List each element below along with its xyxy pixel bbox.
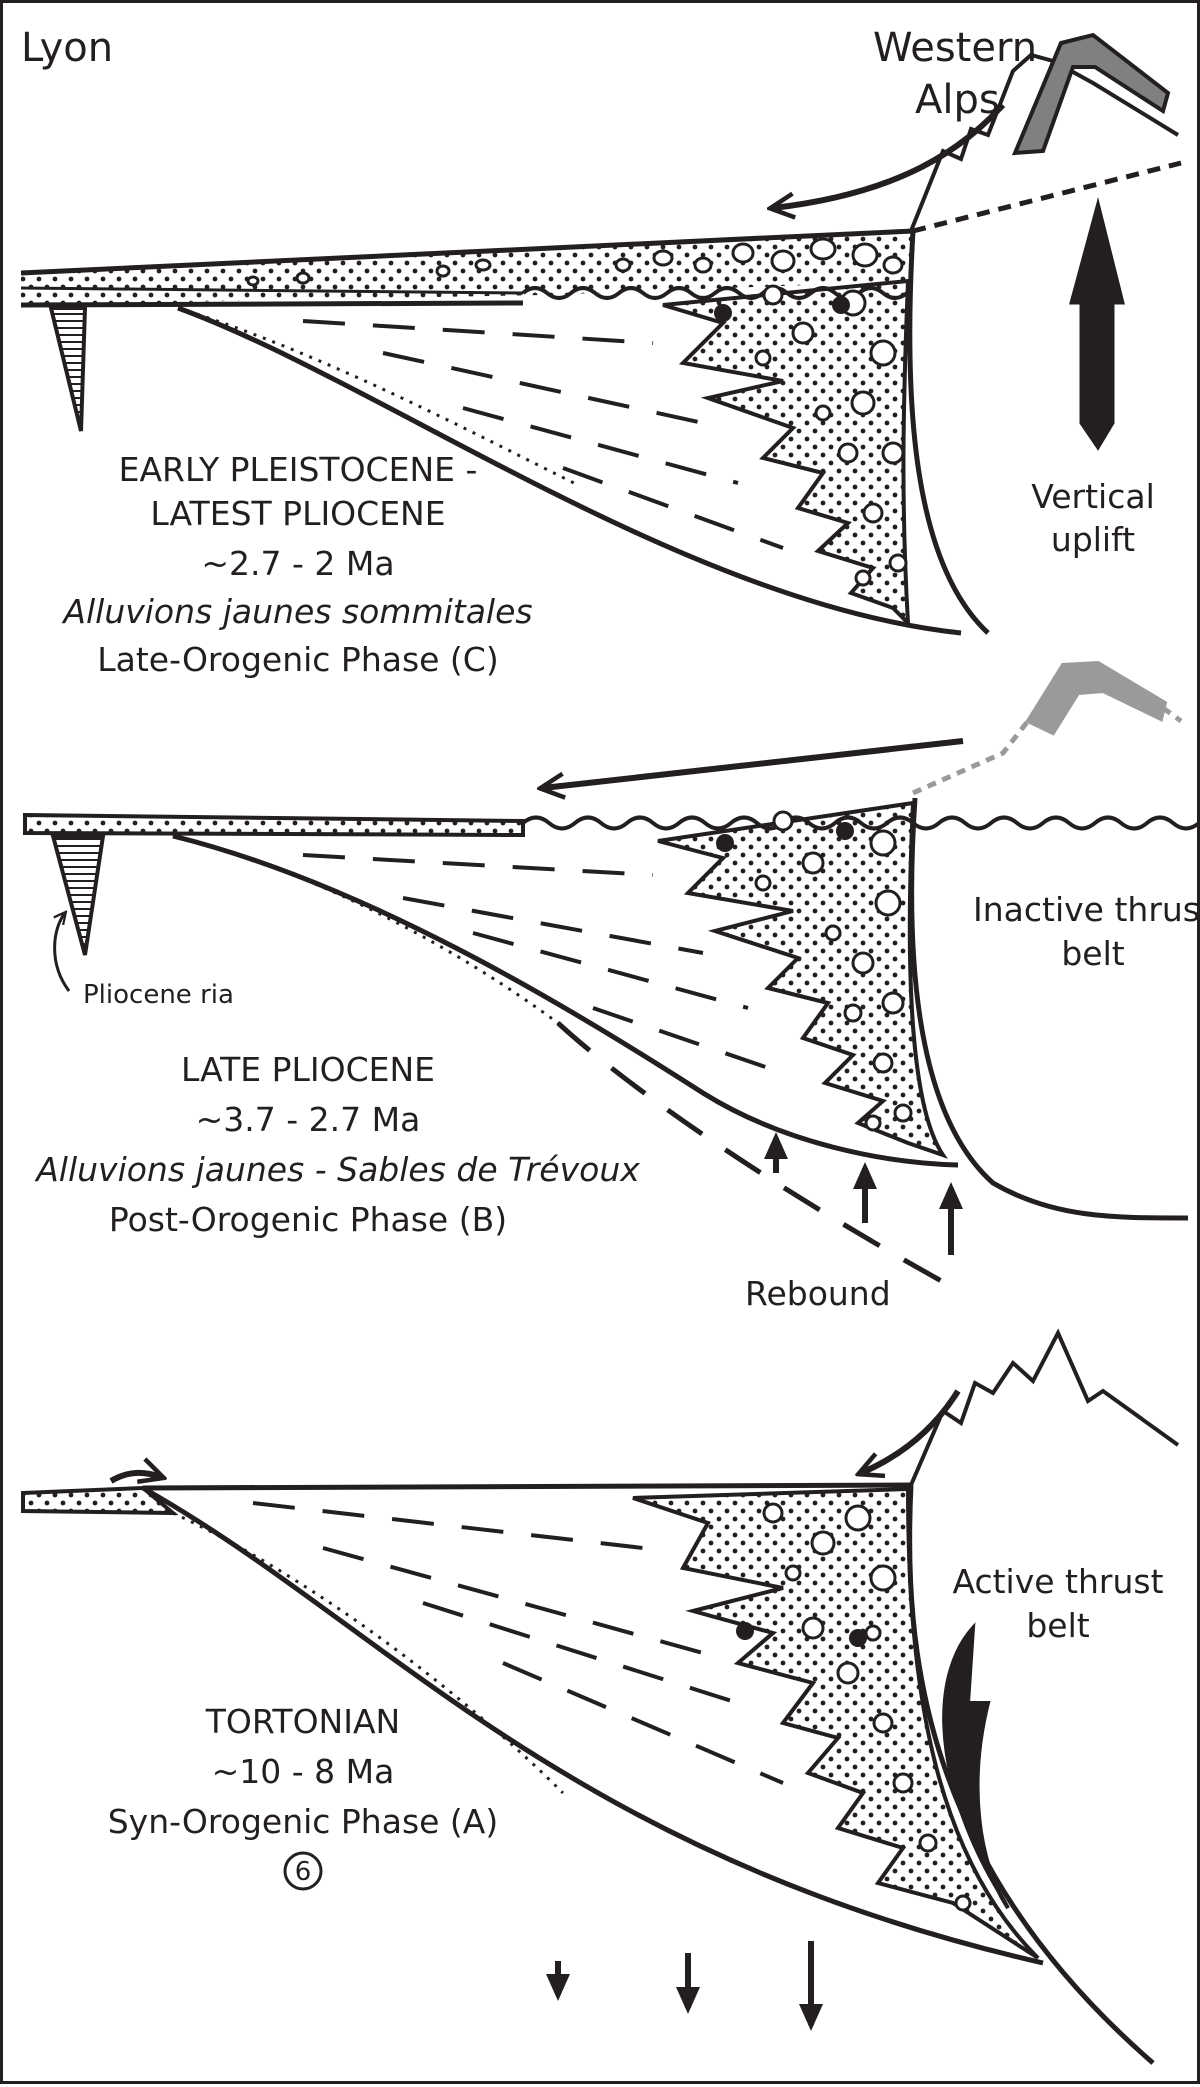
- panel-c-sheet-top: [20, 228, 914, 276]
- panel-c-fan-conglomerate: [662, 278, 911, 629]
- panel-b-old-basin-floor: [556, 1021, 965, 1296]
- panel-a-side-label-line2: belt: [1026, 1606, 1089, 1645]
- panel-b-fan-conglomerate: [657, 800, 948, 1159]
- panel-b-side-label-line2: belt: [1061, 934, 1124, 973]
- panel-b-caption-phase: Post-Orogenic Phase (B): [109, 1200, 507, 1239]
- panel-c-thrust-front: [907, 230, 990, 635]
- panel-a-basal-unit: [172, 1511, 565, 1795]
- panel-c-marker-dot-1: [714, 304, 732, 322]
- panel-a-thrust-motion-arrow: [942, 1622, 1010, 1910]
- panel-b-caption-unit: Alluvions jaunes - Sables de Trévoux: [34, 1150, 640, 1189]
- panel-c-ria: [48, 306, 88, 432]
- panel-b-drainage-arrow: [543, 738, 964, 788]
- panel-b-top-sheet: [23, 812, 525, 838]
- panel-b-thrust-front: [909, 797, 1189, 1221]
- panel-c-cross-section: Vertical uplift EARLY PLEISTOCENE - LATE…: [20, 32, 1182, 679]
- panel-c-sheet-lower: [20, 286, 524, 295]
- panel-c-basin-floor: [177, 305, 962, 636]
- panel-a-cross-section: Active thrust belt TORTONIAN ~10 - 8 Ma …: [21, 1328, 1180, 2065]
- panel-a-marker-dot-1: [736, 1622, 754, 1640]
- panel-c-caption-line2: LATEST PLIOCENE: [150, 494, 445, 533]
- western-alps-label-line1: Western: [873, 25, 1037, 71]
- panel-a-caption-age: ~10 - 8 Ma: [212, 1752, 395, 1791]
- panel-b-ria: [50, 834, 106, 956]
- panel-a-marker-dot-2: [849, 1629, 867, 1647]
- panel-a-top-surface: [142, 1482, 912, 1491]
- panel-b-dotted-projection-left: [911, 719, 1030, 796]
- panel-c-sheet-base: [20, 300, 524, 308]
- panel-a-badge-circle: [283, 1851, 323, 1891]
- panel-b-ria-pointer: [53, 913, 71, 992]
- panel-b-ria-label: Pliocene ria: [83, 980, 234, 1010]
- panel-b-internal-layering: [302, 853, 784, 1075]
- panel-b-fan-clasts: [754, 810, 913, 1132]
- panel-c-drainage-arrow: [773, 102, 1006, 208]
- panel-c-top-gravel-sheet: [21, 231, 913, 305]
- panel-b-caption-title: LATE PLIOCENE: [181, 1050, 435, 1089]
- panel-b-rebound-arrows: [764, 1132, 963, 1255]
- panel-c-side-label-line2: uplift: [1051, 520, 1135, 559]
- panel-b-cross-section: Pliocene ria Rebound: [23, 660, 1200, 1313]
- panel-b-marker-dot-1: [716, 834, 734, 852]
- panel-c-mountain-grey-unit: [1011, 32, 1171, 156]
- western-alps-label-line2: Alps: [915, 77, 1000, 123]
- panel-b-basal-unit: [172, 834, 559, 1025]
- panel-c-vertical-uplift-arrow: [1069, 197, 1125, 451]
- panel-c-fan-clasts: [754, 284, 908, 587]
- panel-b-side-label-line1: Inactive thrust: [973, 890, 1200, 929]
- panel-a-basin-floor: [141, 1485, 1044, 1966]
- panel-c-internal-layering: [302, 319, 784, 550]
- panel-c-caption-line1: EARLY PLEISTOCENE -: [119, 450, 478, 489]
- panel-a-badge-number: 6: [295, 1857, 312, 1887]
- panel-b-rebound-label: Rebound: [745, 1274, 891, 1313]
- panel-b-caption-age: ~3.7 - 2.7 Ma: [196, 1100, 421, 1139]
- panel-a-side-label-line1: Active thrust: [952, 1562, 1163, 1601]
- panel-a-internal-layering: [252, 1501, 784, 1785]
- panel-c-caption-unit: Alluvions jaunes sommitales: [61, 592, 532, 631]
- panel-b-dotted-projection-right: [1161, 705, 1183, 724]
- panel-a-caption-title: TORTONIAN: [205, 1702, 400, 1741]
- panel-a-mountain-outline: [909, 1328, 1180, 1486]
- lyon-label: Lyon: [21, 25, 113, 71]
- panel-a-subsidence-arrows: [546, 1941, 823, 2031]
- panel-c-caption-age: ~2.7 - 2 Ma: [201, 544, 394, 583]
- panel-c-dashed-projection: [912, 160, 1182, 234]
- panel-a-fan-clasts: [762, 1502, 972, 1912]
- panel-a-drainage-arrow: [861, 1389, 961, 1473]
- panel-a-forebulge-arrow: [109, 1473, 161, 1481]
- panel-b-mountain-grey-unit: [1025, 660, 1168, 736]
- panel-c-caption-phase: Late-Orogenic Phase (C): [97, 640, 498, 679]
- panel-c-marker-dot-2: [832, 296, 850, 314]
- panel-a-caption-phase: Syn-Orogenic Phase (A): [108, 1802, 499, 1841]
- panel-c-side-label-line1: Vertical: [1031, 477, 1155, 516]
- panel-c-sheet-clasts: [246, 237, 904, 287]
- panel-c-basal-unit: [177, 306, 579, 487]
- panel-b-marker-dot-2: [836, 822, 854, 840]
